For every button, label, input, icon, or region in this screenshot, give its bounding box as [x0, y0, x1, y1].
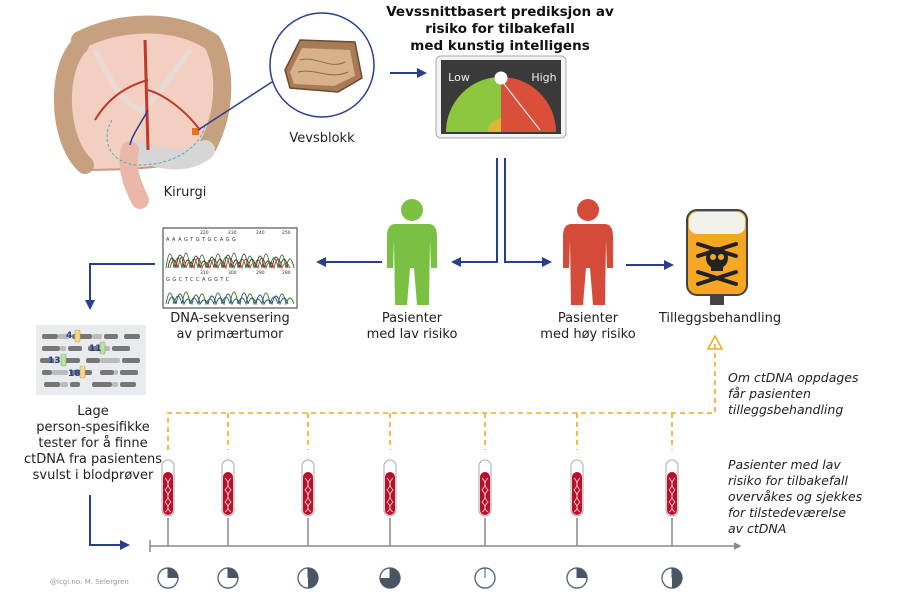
high-risk-label-line: med høy risiko	[540, 327, 636, 342]
ctdna-dash-drops	[227, 413, 673, 450]
chromosome-number: 18	[68, 369, 81, 379]
blood-tube-icon	[665, 459, 679, 517]
dna-seq-label: DNA-sekvensering av primærtumor	[160, 311, 300, 343]
low-risk-label-line: med lav risiko	[366, 327, 458, 342]
monitoring-note-line: overvåkes og sjekkes	[728, 489, 863, 504]
arrow-to-high-risk	[504, 158, 552, 267]
low-risk-person-icon	[387, 199, 437, 305]
clock-icon	[157, 567, 179, 589]
image-credit: @icgi.no: M. Selergren	[50, 578, 129, 586]
ai-prediction-title: Vevssnittbasert prediksjon av risiko for…	[385, 4, 615, 55]
risk-gauge	[435, 55, 567, 139]
tissue-block-label: Vevsblokk	[289, 131, 355, 146]
seq-number: 230	[228, 230, 237, 236]
dna-chromatogram: 220 230 240 250 AAAGTGTGCAGG 310 300 290…	[162, 227, 298, 309]
clock-fill	[168, 568, 178, 578]
clock-icon	[566, 567, 588, 589]
title-line: med kunstig intelligens	[410, 38, 590, 54]
iv-bag-icon	[686, 209, 748, 305]
ctdna-feedback-line	[167, 340, 716, 450]
ctdna-found-note-line: får pasienten	[728, 386, 811, 401]
clock-icon	[474, 567, 496, 589]
title-line: risiko for tilbakefall	[425, 21, 575, 37]
surgery-label: Kirurgi	[163, 185, 207, 200]
high-risk-label-line: Pasienter	[557, 311, 619, 326]
clock-icon	[661, 567, 683, 589]
person-tests-label-line: ctDNA fra pasientens	[24, 452, 162, 467]
chromosome-number: 4	[66, 331, 72, 341]
blood-tube-icon	[478, 459, 492, 517]
clock-icon	[217, 567, 239, 589]
person-tests-label-line: person-spesifikke	[36, 420, 150, 435]
person-tests-label-line: tester for å finne	[38, 436, 148, 451]
timeline-clocks	[157, 567, 683, 589]
colon-illustration	[54, 15, 232, 209]
high-risk-person-icon	[563, 199, 613, 305]
clock-icon	[379, 567, 401, 589]
clock-fill	[308, 568, 318, 588]
clock-fill	[672, 568, 682, 588]
person-tests-label-line: svulst i blodprøver	[32, 468, 154, 483]
chromosome-number: 13	[48, 356, 61, 366]
blood-tubes	[161, 459, 679, 546]
ctdna-found-note: Om ctDNA oppdages får pasienten tilleggs…	[728, 370, 893, 418]
seq-number: 310	[200, 270, 209, 276]
blood-tube-icon	[161, 459, 175, 517]
ctdna-found-note-line: tilleggsbehandling	[728, 402, 844, 417]
dna-seq-label-line: DNA-sekvensering	[170, 311, 290, 326]
colon-to-block-line	[197, 79, 276, 131]
monitoring-note-line: av ctDNA	[728, 521, 787, 536]
title-line: Vevssnittbasert prediksjon av	[386, 4, 614, 20]
seq-bases: GGCTCCAGGTC	[166, 277, 232, 283]
seq-bases: AAAGTGTGCAGG	[166, 237, 238, 243]
tissue-block-icon	[269, 12, 375, 118]
extra-treatment-label: Tilleggsbehandling	[658, 311, 782, 326]
gauge-low-label: Low	[448, 71, 470, 84]
seq-number: 290	[256, 270, 265, 276]
blood-tube-icon	[301, 459, 315, 517]
high-risk-label: Pasienter med høy risiko	[533, 311, 643, 343]
seq-number: 280	[282, 270, 291, 276]
seq-number: 240	[256, 230, 265, 236]
monitoring-note-line: risiko for tilbakefall	[728, 473, 848, 488]
clock-fill	[228, 568, 238, 578]
chromosome-panel: 4 11 13 18	[36, 325, 146, 395]
ctdna-feedback-arrowhead	[706, 334, 724, 350]
clock-fill	[577, 568, 587, 578]
clock-icon	[297, 567, 319, 589]
seq-number: 300	[228, 270, 237, 276]
person-tests-label: Lage person-spesifikke tester for å finn…	[18, 404, 168, 484]
chromosome-number: 11	[89, 344, 102, 354]
low-risk-label-line: Pasienter	[381, 311, 443, 326]
arrow-to-timeline	[89, 495, 130, 550]
blood-tube-icon	[570, 459, 584, 517]
ctdna-found-note-line: Om ctDNA oppdages	[728, 370, 859, 385]
monitoring-note-line: Pasienter med lav	[728, 457, 841, 472]
blood-tube-icon	[383, 459, 397, 517]
monitoring-note: Pasienter med lav risiko for tilbakefall…	[728, 457, 896, 537]
gauge-high-label: High	[531, 71, 557, 84]
arrow-to-tests	[85, 263, 155, 310]
low-risk-label: Pasienter med lav risiko	[360, 311, 464, 343]
seq-number: 250	[282, 230, 291, 236]
person-tests-label-line: Lage	[77, 404, 109, 419]
seq-number: 220	[200, 230, 209, 236]
dna-seq-label-line: av primærtumor	[176, 327, 284, 342]
arrow-to-low-risk	[451, 158, 498, 267]
blood-tube-icon	[221, 459, 235, 517]
monitoring-note-line: for tilstedeværelse	[728, 505, 847, 520]
